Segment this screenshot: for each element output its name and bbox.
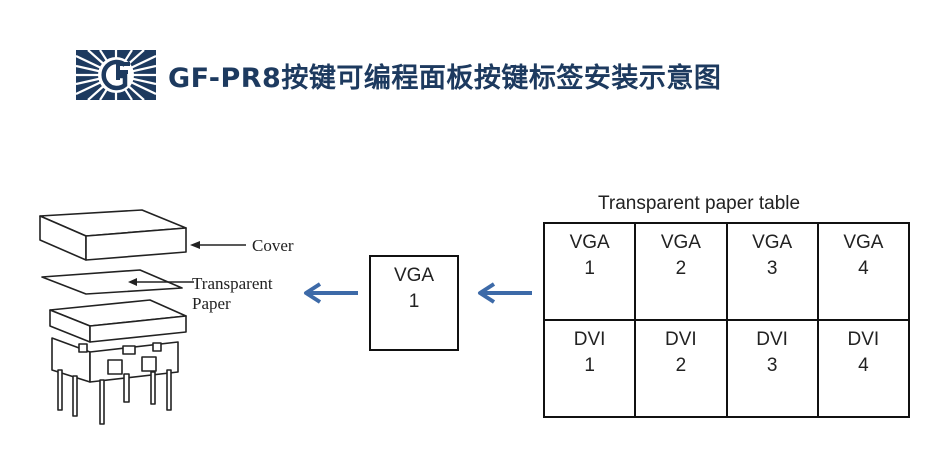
switch-base-part xyxy=(51,337,179,383)
cell-label: DVI xyxy=(847,329,880,350)
cell-number: 2 xyxy=(675,355,687,376)
cover-part xyxy=(39,209,187,261)
paper-table: VGA 1 VGA 2 VGA 3 VGA 4 DVI 1 DVI 2 DVI 3 DVI 4 xyxy=(542,222,911,418)
table-cell: VGA 1 xyxy=(542,222,637,321)
cell-label: VGA xyxy=(843,232,884,253)
key-switch-illustration xyxy=(39,209,187,425)
cell-label: DVI xyxy=(756,329,788,350)
paper-table-title: Transparent paper table xyxy=(598,193,801,214)
cell-number: 1 xyxy=(584,355,595,376)
cell-label: VGA xyxy=(752,232,793,253)
table-cell: VGA 3 xyxy=(725,222,819,321)
table-cell: DVI 1 xyxy=(542,319,637,418)
table-cell: VGA 2 xyxy=(634,222,728,321)
cell-number: 1 xyxy=(584,258,595,279)
label-preview-line2: 1 xyxy=(408,291,420,312)
table-row: DVI 1 DVI 2 DVI 3 DVI 4 xyxy=(542,319,911,418)
cell-number: 2 xyxy=(675,258,687,279)
page-title: GF-PR8按键可编程面板按键标签安装示意图 xyxy=(168,63,722,94)
cover-pointer-arrow xyxy=(190,241,246,249)
table-cell: DVI 2 xyxy=(634,319,728,418)
gf-logo-icon xyxy=(76,50,156,100)
transparent-paper-label-line1: Transparent xyxy=(192,274,273,293)
transparent-paper-label-line2: Paper xyxy=(192,294,231,313)
switch-pins xyxy=(57,369,172,425)
cell-number: 3 xyxy=(766,355,778,376)
cell-label: VGA xyxy=(569,232,610,253)
key-cap-part xyxy=(49,299,187,343)
paper-pointer-arrow xyxy=(128,278,194,286)
cell-label: DVI xyxy=(573,329,606,350)
transparent-paper-part xyxy=(41,269,183,295)
right-blue-arrow-icon xyxy=(478,282,532,304)
table-cell: DVI 3 xyxy=(725,319,819,418)
cell-label: VGA xyxy=(660,232,701,253)
table-cell: VGA 4 xyxy=(816,222,911,321)
cell-number: 3 xyxy=(766,258,778,279)
cell-number: 4 xyxy=(858,258,869,279)
transparent-paper-label: Transparent Paper xyxy=(192,274,273,314)
left-blue-arrow-icon xyxy=(304,282,358,304)
cell-label: DVI xyxy=(665,329,697,350)
table-row: VGA 1 VGA 2 VGA 3 VGA 4 xyxy=(542,222,911,321)
cover-label: Cover xyxy=(252,236,294,255)
table-cell: DVI 4 xyxy=(816,319,911,418)
label-preview-box: VGA 1 xyxy=(369,255,459,351)
label-preview-line1: VGA xyxy=(393,265,435,286)
cell-number: 4 xyxy=(858,355,869,376)
